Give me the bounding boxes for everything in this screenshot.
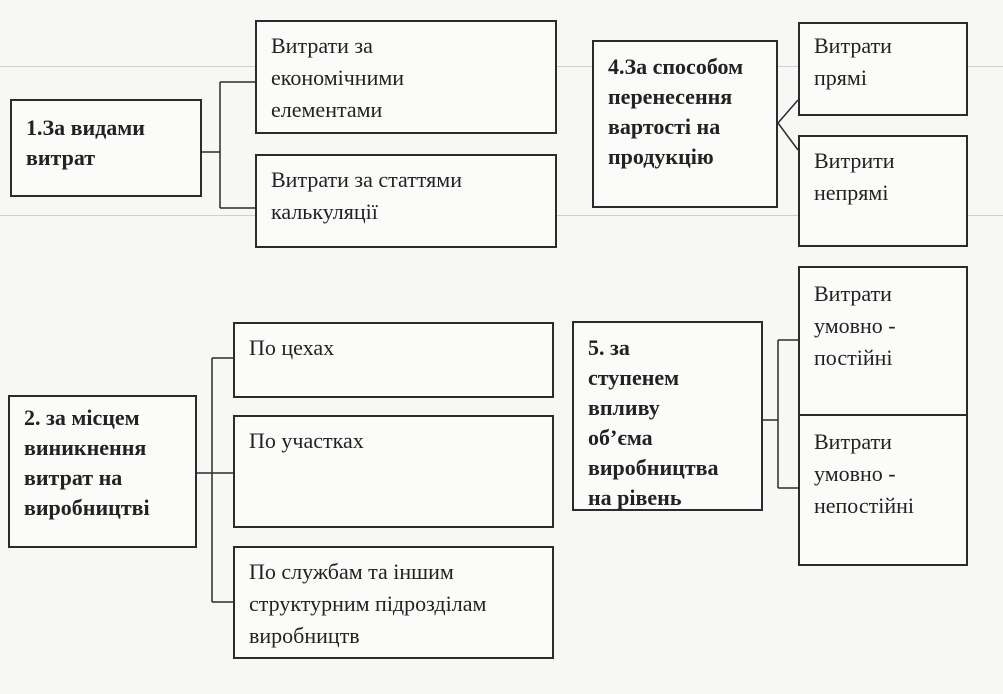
category-box-1: 1.За видами витрат bbox=[10, 99, 202, 197]
box-line: умовно - bbox=[814, 461, 896, 486]
item-box-sections: По участках bbox=[233, 415, 554, 528]
box-line: виробництв bbox=[249, 623, 360, 648]
box-line: елементами bbox=[271, 97, 383, 122]
box-line: Витрати за статтями bbox=[271, 167, 462, 192]
box-line: виробництва bbox=[588, 455, 719, 480]
box-line: прямі bbox=[814, 65, 867, 90]
box-line: умовно - bbox=[814, 313, 896, 338]
box-line: впливу bbox=[588, 395, 660, 420]
item-box-direct: Витрати прямі bbox=[798, 22, 968, 116]
box-line: виробництві bbox=[24, 495, 150, 520]
item-box-economic-elements: Витрати за економічними елементами bbox=[255, 20, 557, 134]
item-box-workshops: По цехах bbox=[233, 322, 554, 398]
item-box-calculation-articles: Витрати за статтями калькуляції bbox=[255, 154, 557, 248]
box-line: 4.За способом bbox=[608, 54, 744, 79]
box-line: По участках bbox=[249, 428, 364, 453]
category-box-5: 5. за ступенем впливу об’єма виробництва… bbox=[572, 321, 763, 511]
item-box-services: По службам та іншим структурним підрозді… bbox=[233, 546, 554, 659]
item-box-conditionally-fixed: Витрати умовно - постійні bbox=[798, 266, 968, 416]
box-line: По цехах bbox=[249, 335, 335, 360]
item-box-indirect: Витрити непрямі bbox=[798, 135, 968, 247]
box-line: об’єма bbox=[588, 425, 653, 450]
box-line: виникнення bbox=[24, 435, 147, 460]
box-line: 5. за bbox=[588, 335, 630, 360]
box-line: витрат bbox=[26, 145, 96, 170]
box-line: 1.За видами bbox=[26, 115, 145, 140]
box-line: перенесення bbox=[608, 84, 733, 109]
box-line: вартості на bbox=[608, 114, 721, 139]
box-line: на рівень bbox=[588, 485, 682, 510]
box-line: По службам та іншим bbox=[249, 559, 454, 584]
box-line: структурним підрозділам bbox=[249, 591, 487, 616]
box-line: непрямі bbox=[814, 180, 889, 205]
box-line: Витрати за bbox=[271, 33, 373, 58]
box-line: калькуляції bbox=[271, 199, 378, 224]
box-line: 2. за місцем bbox=[24, 405, 140, 430]
box-line: Витрати bbox=[814, 33, 892, 58]
category-box-4: 4.За способом перенесення вартості на пр… bbox=[592, 40, 778, 208]
box-line: Витрати bbox=[814, 429, 892, 454]
box-line: непостійні bbox=[814, 493, 915, 518]
box-line: економічними bbox=[271, 65, 405, 90]
box-line: Витрати bbox=[814, 281, 892, 306]
box-line: Витрити bbox=[814, 148, 895, 173]
item-box-conditionally-variable: Витрати умовно - непостійні bbox=[798, 414, 968, 566]
box-line: продукцію bbox=[608, 144, 714, 169]
box-line: витрат на bbox=[24, 465, 123, 490]
box-line: постійні bbox=[814, 345, 893, 370]
box-line: ступенем bbox=[588, 365, 680, 390]
category-box-2: 2. за місцем виникнення витрат на виробн… bbox=[8, 395, 197, 548]
